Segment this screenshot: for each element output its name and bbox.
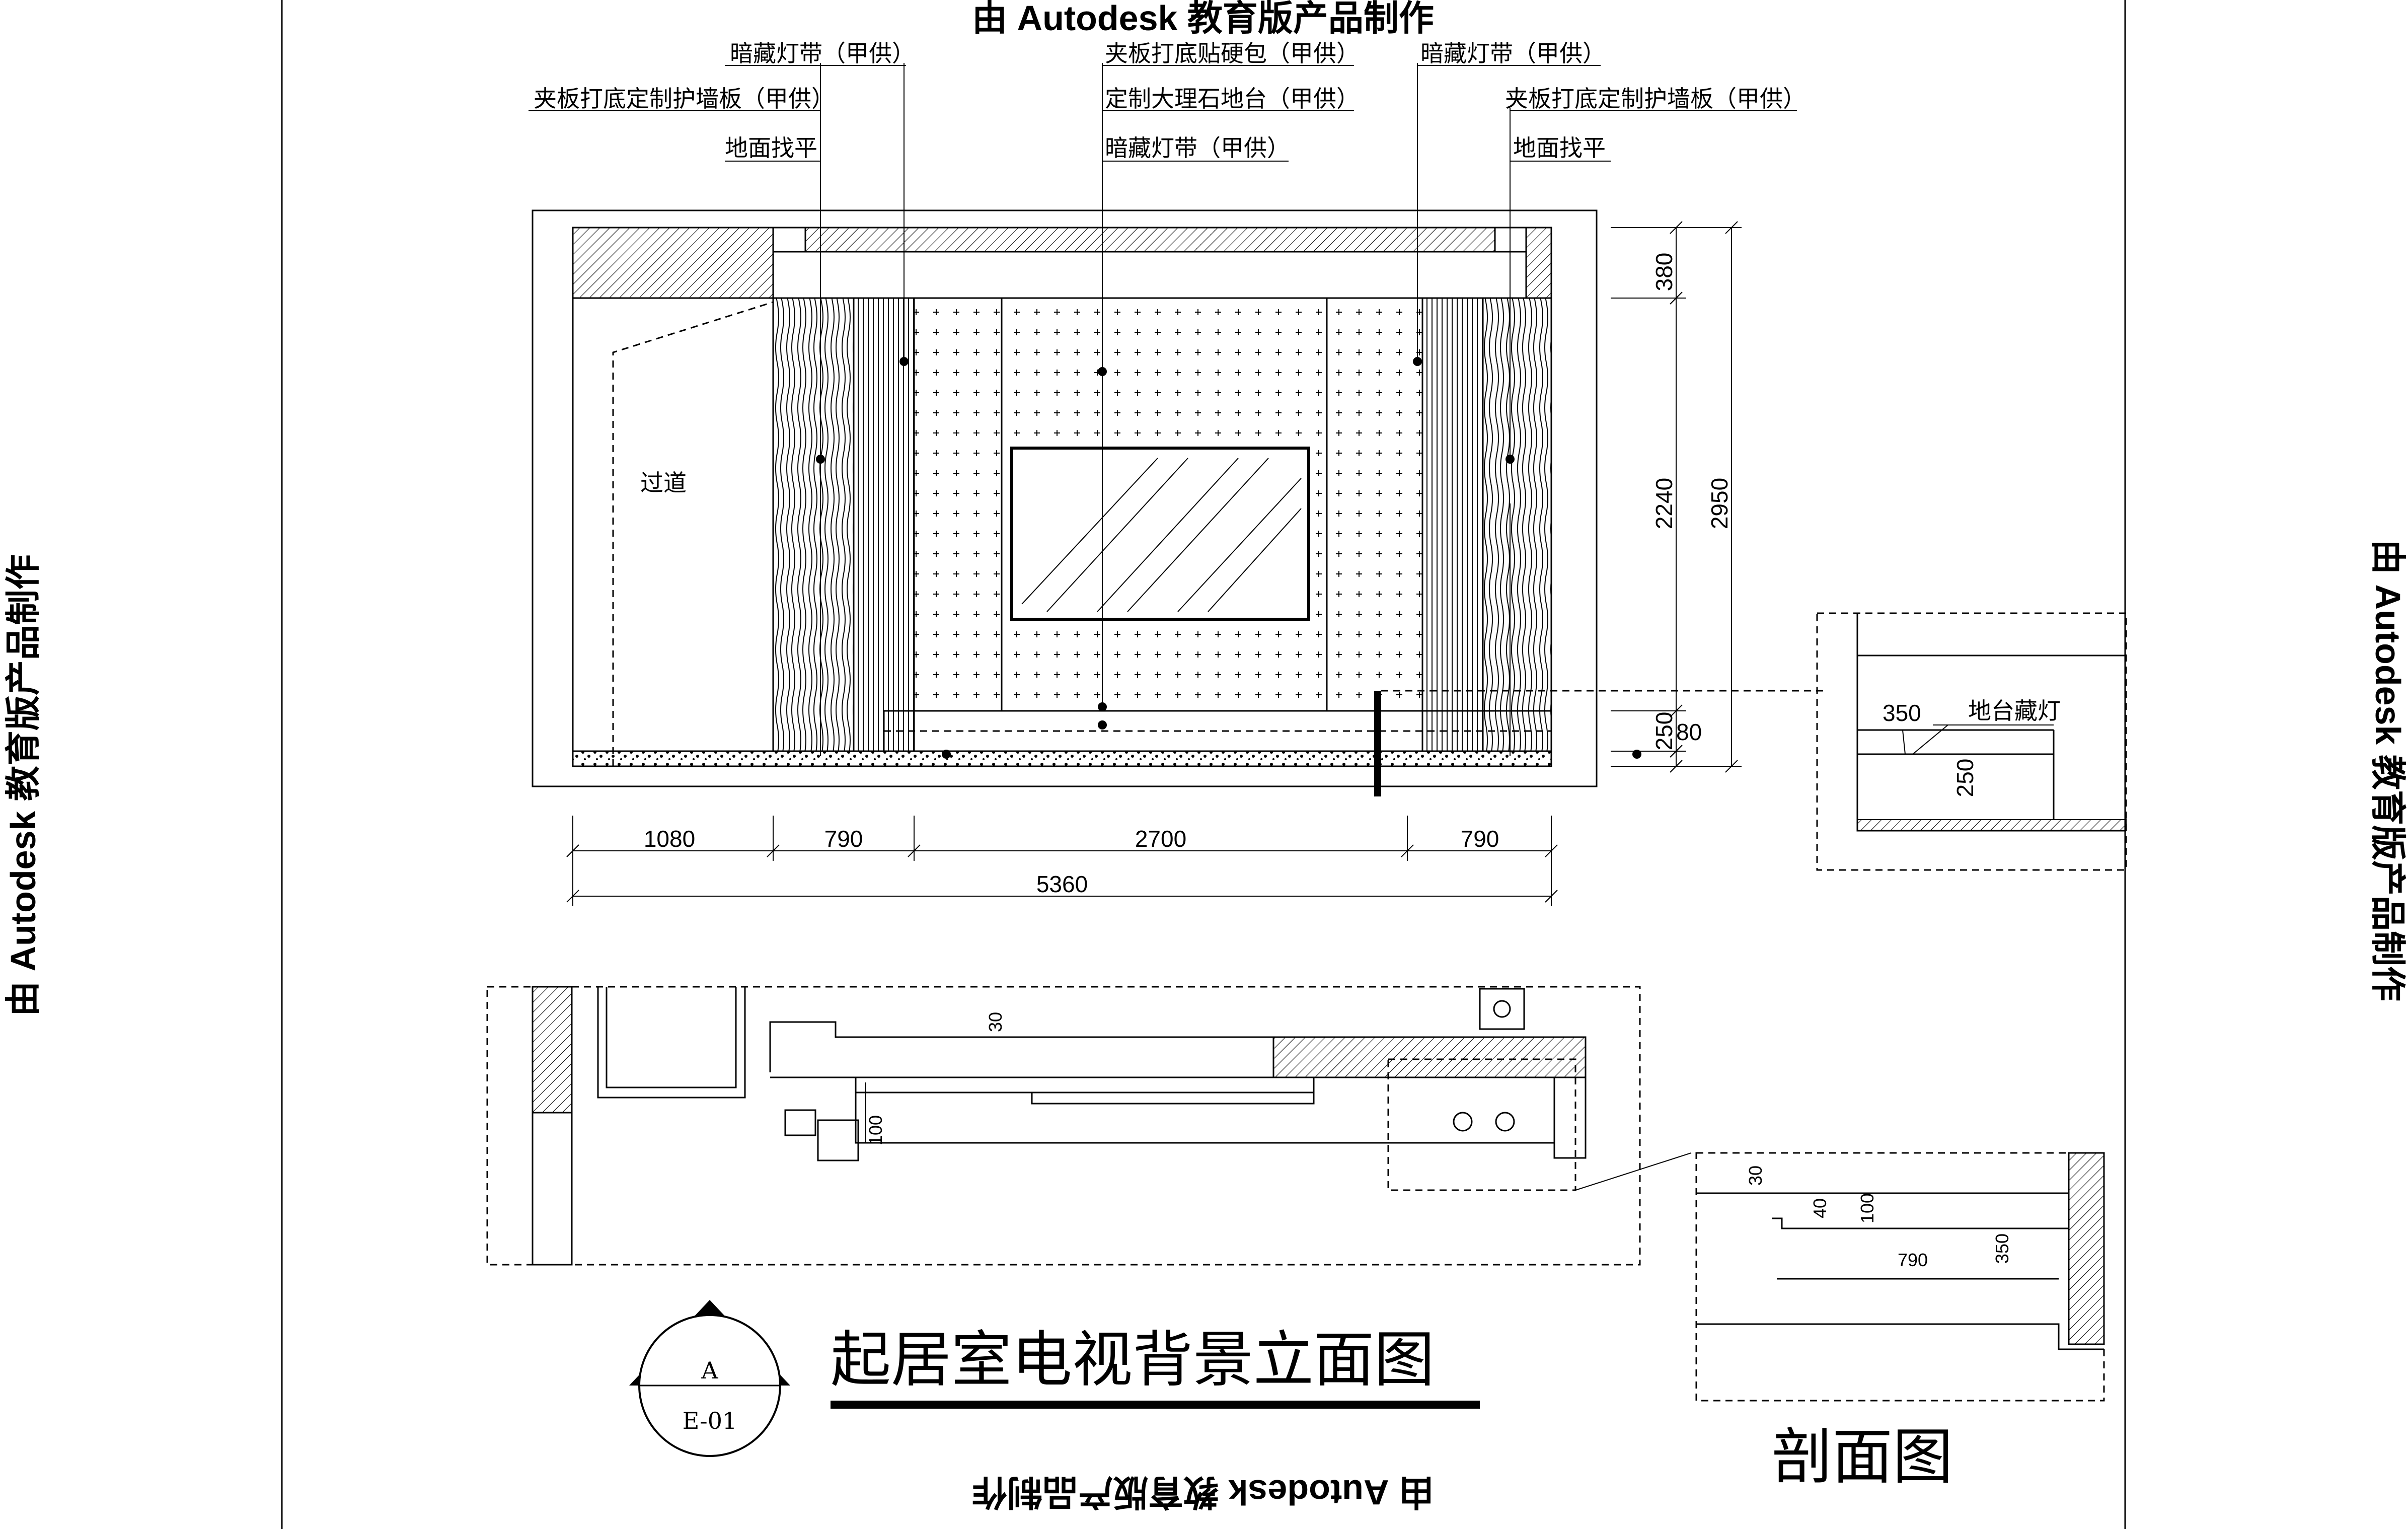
dim-790-right: 790 bbox=[1461, 826, 1499, 852]
leader-dots bbox=[816, 357, 1641, 759]
section-dim-40: 40 bbox=[1810, 1198, 1830, 1218]
section-floor-line bbox=[1696, 1323, 2104, 1350]
plan-outlet-box bbox=[1479, 988, 1525, 1030]
corridor-dashed-outline bbox=[612, 301, 774, 766]
section-wall-hatch bbox=[2068, 1152, 2105, 1345]
grooved-panel-right bbox=[1421, 297, 1484, 752]
plan-cabinet-outline bbox=[597, 987, 746, 1099]
wood-panel-left bbox=[772, 297, 855, 752]
dim-2240: 2240 bbox=[1651, 478, 1677, 529]
title-letter: A bbox=[701, 1357, 718, 1384]
ceiling-left-hatch bbox=[572, 227, 774, 299]
plan-hatched-block bbox=[1272, 1036, 1587, 1078]
dim-2950: 2950 bbox=[1706, 478, 1733, 529]
detail-label: 地台藏灯 bbox=[1968, 697, 2061, 724]
title-block: A E-01 起居室电视背景立面图 bbox=[629, 1300, 1480, 1457]
plan-outlet-circle bbox=[1493, 1000, 1511, 1018]
section-view: 30 40 100 790 350 剖面图 bbox=[1695, 1152, 2105, 1492]
plan-box-1 bbox=[784, 1109, 816, 1136]
dim-250: 250 bbox=[1651, 712, 1677, 751]
plan-view: 100 30 bbox=[486, 986, 1692, 1266]
vertical-dimension-lines bbox=[1611, 221, 1742, 773]
plan-tv-base bbox=[1031, 1091, 1315, 1105]
label-right-low: 地面找平 bbox=[1513, 134, 1606, 162]
label-left-mid: 夹板打底定制护墙板（甲供） bbox=[534, 85, 835, 112]
plan-return-wall bbox=[1553, 1076, 1587, 1159]
plan-detail-dashed bbox=[1387, 1058, 1576, 1191]
detail-floor-hatch bbox=[1857, 819, 2127, 831]
label-right-mid: 夹板打底定制护墙板（甲供） bbox=[1505, 85, 1806, 112]
plan-dim-30: 30 bbox=[985, 1012, 1006, 1032]
dim-5360: 5360 bbox=[1036, 871, 1088, 897]
elevation-view: 过道 bbox=[529, 40, 1827, 906]
horizontal-dimension-lines bbox=[566, 816, 1558, 906]
title-sheet-number: E-01 bbox=[683, 1407, 737, 1434]
dim-1080: 1080 bbox=[644, 826, 695, 852]
grooved-panel-left bbox=[853, 297, 915, 752]
tv-glass-hatch bbox=[1021, 458, 1302, 612]
plan-wall-unit bbox=[769, 1021, 1274, 1078]
watermark-right: 由 Autodesk 教育版产品制作 bbox=[2368, 539, 2407, 1001]
detail-label-leader bbox=[1912, 724, 1948, 755]
plan-fixture-1 bbox=[1453, 1112, 1473, 1132]
watermark-bottom: 由 Autodesk 教育版产品制作 bbox=[972, 1473, 1434, 1512]
floor-leveling bbox=[572, 750, 1552, 767]
label-center-upper: 夹板打底贴硬包（甲供） bbox=[1105, 40, 1360, 67]
dim-380: 380 bbox=[1651, 253, 1677, 292]
dim-80: 80 bbox=[1676, 719, 1702, 745]
leader-lines bbox=[529, 63, 1797, 756]
section-dim-350: 350 bbox=[1992, 1233, 2012, 1264]
section-title: 剖面图 bbox=[1772, 1422, 1953, 1492]
title-underline bbox=[831, 1401, 1480, 1409]
detail-dashed-box bbox=[1816, 612, 2127, 871]
plan-fixture-2 bbox=[1495, 1112, 1515, 1132]
plan-dashed-boundary bbox=[486, 986, 1641, 1266]
ceiling-cove bbox=[804, 227, 1496, 253]
label-left-low: 地面找平 bbox=[725, 134, 817, 162]
watermark-left: 由 Autodesk 教育版产品制作 bbox=[4, 554, 43, 1016]
section-dim-790: 790 bbox=[1898, 1250, 1928, 1270]
plan-platform-top bbox=[855, 1077, 1315, 1094]
corridor-label: 过道 bbox=[640, 469, 687, 496]
plan-wall-hatch bbox=[532, 986, 573, 1114]
dim-790-left: 790 bbox=[824, 826, 863, 852]
plan-dim-100: 100 bbox=[865, 1115, 886, 1145]
watermark-top: 由 Autodesk 教育版产品制作 bbox=[972, 0, 1434, 38]
plan-cabinet-inner bbox=[606, 987, 737, 1088]
section-platform-top bbox=[1772, 1217, 2069, 1229]
section-dim-30: 30 bbox=[1745, 1166, 1766, 1186]
elevation-outer-frame bbox=[532, 209, 1598, 787]
detail-dim-250: 250 bbox=[1952, 759, 1978, 797]
plan-to-section-leader bbox=[1575, 1152, 1692, 1191]
ceiling-soffit bbox=[772, 251, 1527, 298]
plan-box-2 bbox=[817, 1119, 859, 1161]
detail-dim-350: 350 bbox=[1883, 700, 1921, 726]
section-dashed-box bbox=[1695, 1152, 2105, 1402]
dim-2700: 2700 bbox=[1135, 826, 1186, 852]
detail-dim-350-line bbox=[1872, 730, 1906, 755]
plan-platform-front bbox=[855, 1093, 1554, 1144]
wood-panel-right bbox=[1482, 297, 1552, 752]
drawing-title: 起居室电视背景立面图 bbox=[831, 1325, 1435, 1395]
section-dim-100: 100 bbox=[1857, 1193, 1877, 1223]
ceiling-right-hatch bbox=[1525, 227, 1552, 299]
platform-light-detail: 350 地台藏灯 250 bbox=[1816, 612, 2127, 871]
label-center-mid: 定制大理石地台（甲供） bbox=[1105, 85, 1360, 112]
tv-screen bbox=[1010, 447, 1310, 621]
label-center-low: 暗藏灯带（甲供） bbox=[1105, 134, 1290, 162]
label-right-upper: 暗藏灯带（甲供） bbox=[1420, 40, 1606, 67]
section-cut-mark bbox=[1374, 691, 1381, 796]
label-left-upper: 暗藏灯带（甲供） bbox=[730, 40, 915, 67]
